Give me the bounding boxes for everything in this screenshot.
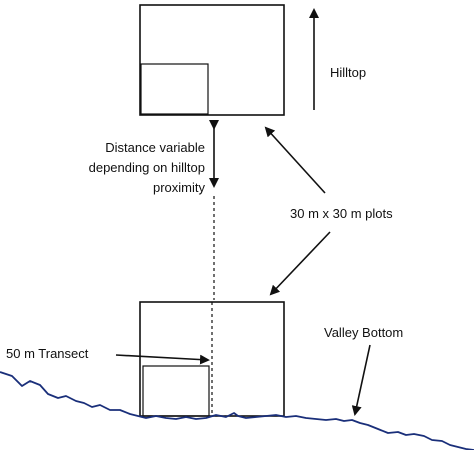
plots-label: 30 m x 30 m plots [290,206,393,221]
distance-label-line2: depending on hilltop [89,160,205,175]
valley-subplot [142,365,210,417]
plots-arrow-to-bottom-plot [269,231,331,296]
ground-profile-line [0,371,474,451]
distance-label-line3: proximity [153,180,206,195]
transect-arrow [115,354,210,365]
hilltop-subplot [140,63,209,115]
distance-label-line1: Distance variable [105,140,205,155]
valley-bottom-label: Valley Bottom [324,325,403,340]
transect-label: 50 m Transect [6,346,89,361]
valley-bottom-arrow [351,344,371,416]
plots-arrow-to-top-plot [264,126,326,194]
hilltop-label: Hilltop [330,65,366,80]
hilltop-plot [139,4,285,116]
